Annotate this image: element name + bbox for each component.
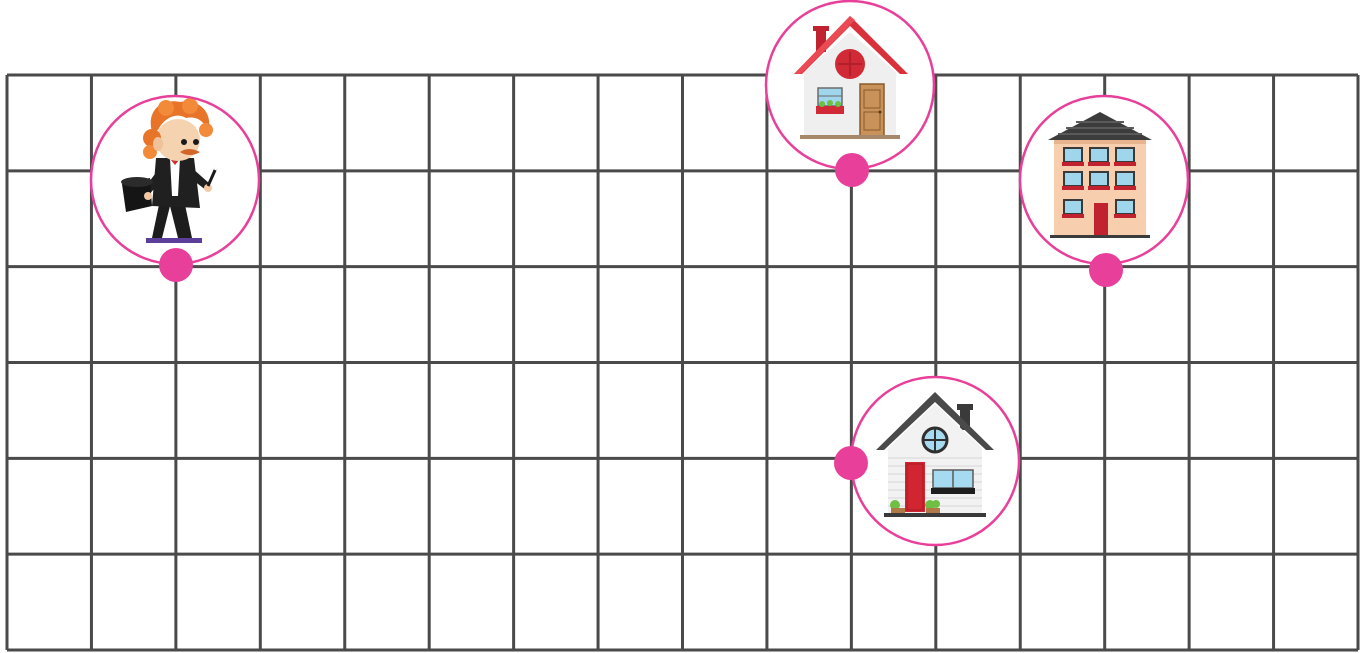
red-house-marker[interactable] <box>766 1 934 187</box>
red-house-pin[interactable] <box>835 153 869 187</box>
magician-pin[interactable] <box>159 248 193 282</box>
apartment-marker[interactable] <box>1020 96 1188 287</box>
apartment-pin[interactable] <box>1089 253 1123 287</box>
white-house-marker[interactable] <box>834 377 1019 545</box>
white-house-pin[interactable] <box>834 446 868 480</box>
magician-marker[interactable] <box>91 96 259 282</box>
